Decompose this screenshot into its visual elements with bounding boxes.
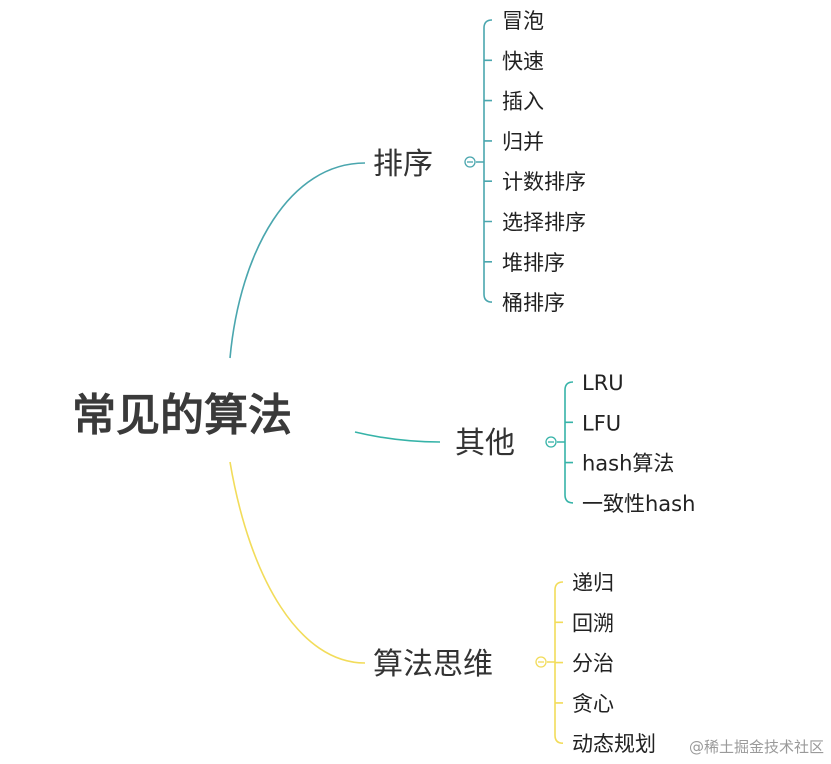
leaf-node: 递归 — [572, 571, 614, 595]
root-node: 常见的算法 — [72, 390, 292, 441]
bracket-sorting — [476, 19, 493, 303]
bracket-thinking — [547, 581, 564, 744]
leaf-node: 冒泡 — [502, 9, 544, 33]
bracket-other — [557, 381, 574, 504]
leaf-node: 快速 — [502, 49, 544, 73]
collapse-toggle-sorting[interactable] — [464, 156, 476, 168]
watermark: @稀土掘金技术社区 — [689, 738, 824, 756]
connector-thinking — [229, 461, 366, 664]
leaf-node: 动态规划 — [572, 732, 656, 756]
branch-sorting-label: 排序 — [373, 147, 433, 182]
leaf-node: 计数排序 — [502, 170, 586, 194]
branch-thinking-label: 算法思维 — [373, 647, 493, 682]
leaf-node: 贪心 — [572, 692, 614, 716]
leaf-node: hash算法 — [582, 452, 674, 476]
leaf-node: 归并 — [502, 130, 544, 154]
leaf-node: 选择排序 — [502, 211, 586, 235]
leaf-node: 回溯 — [572, 611, 614, 635]
collapse-toggle-thinking[interactable] — [535, 656, 547, 668]
leaf-node: 一致性hash — [582, 492, 695, 516]
leaf-node: 桶排序 — [502, 291, 565, 315]
leaf-node: LFU — [582, 411, 621, 435]
connector-sorting — [229, 162, 366, 359]
leaf-node: LRU — [582, 371, 624, 395]
collapse-toggle-other[interactable] — [545, 436, 557, 448]
connector-other — [354, 431, 441, 443]
leaf-node: 堆排序 — [502, 251, 565, 275]
leaf-node: 插入 — [502, 90, 544, 114]
branch-other-label: 其他 — [455, 426, 515, 461]
leaf-node: 分治 — [572, 652, 614, 676]
